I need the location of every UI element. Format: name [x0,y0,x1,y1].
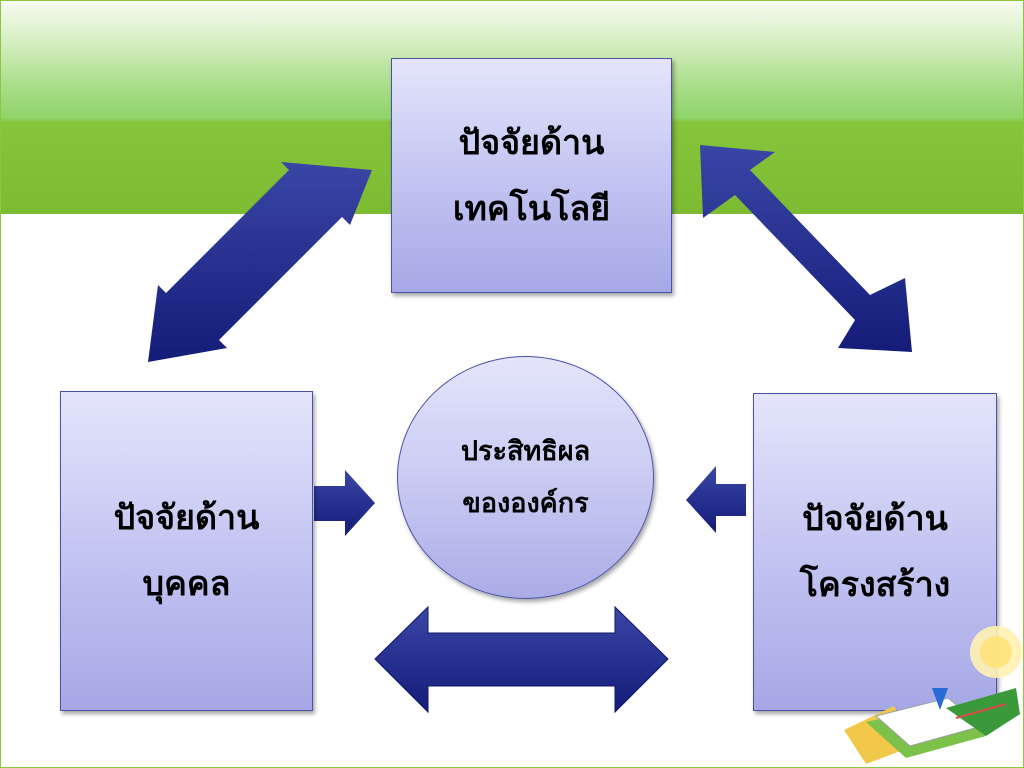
double-arrow-tech-structure [700,145,912,352]
arrow-structure-to-center [686,466,746,533]
organizational-effectiveness-circle: ประสิทธิผล ขององค์กร [397,356,654,599]
people-box-line2: บุคคล [142,564,231,604]
structure-box-line1: ปัจจัยด้าน [802,499,948,539]
double-arrow-bottom [374,605,669,714]
structure-box-line2: โครงสร้าง [799,565,951,605]
technology-box-line2: เทคโนโลยี [452,188,611,229]
people-factor-box: ปัจจัยด้าน บุคคล [60,391,313,711]
arrow-people-to-center [314,470,375,536]
structure-factor-box: ปัจจัยด้าน โครงสร้าง [753,393,997,711]
center-line1: ประสิทธิผล [460,435,591,467]
technology-factor-box: ปัจจัยด้าน เทคโนโลยี [391,58,672,293]
center-line2: ขององค์กร [462,487,589,519]
people-box-line1: ปัจจัยด้าน [113,498,260,538]
technology-box-line1: ปัจจัยด้าน [458,122,605,163]
books-clipart-icon [844,626,1022,764]
double-arrow-people-tech [148,162,372,362]
